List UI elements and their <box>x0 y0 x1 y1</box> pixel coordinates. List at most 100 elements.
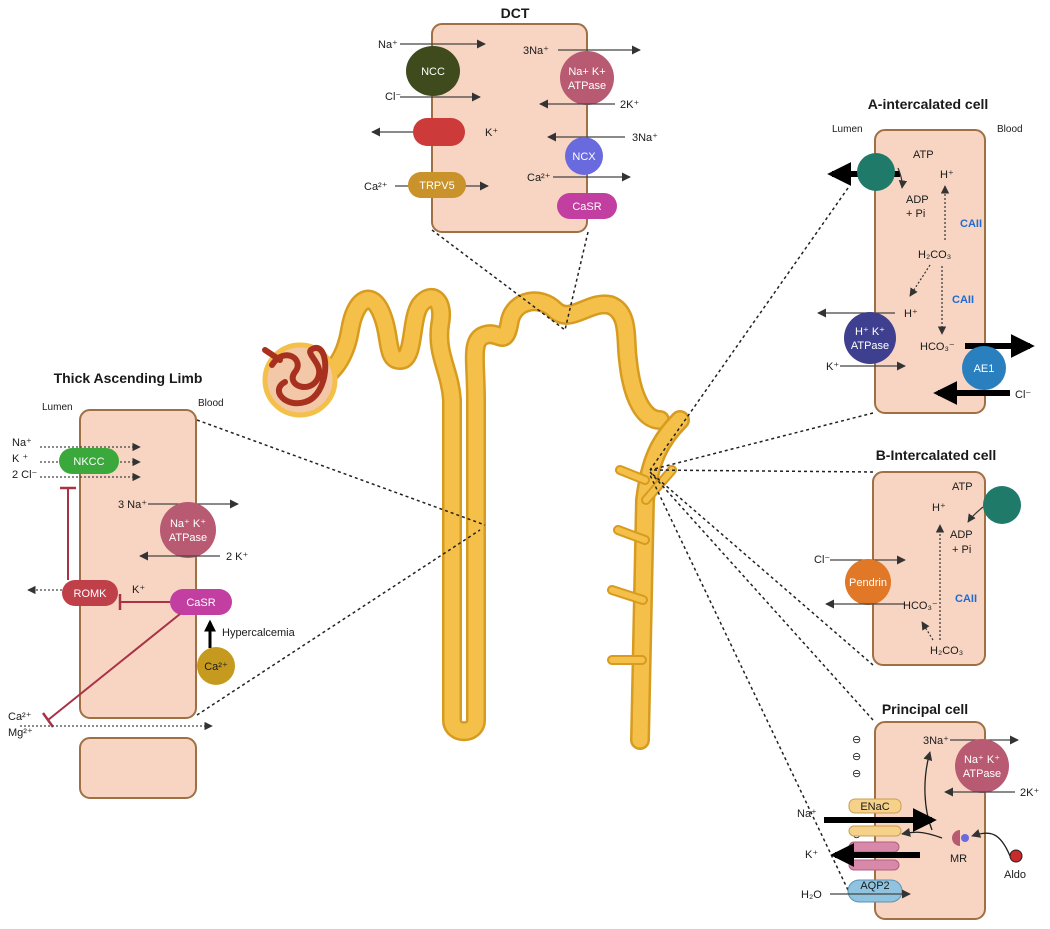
dct-casr <box>557 193 617 219</box>
b-cell-adp-label: ADP <box>950 529 973 541</box>
ncc-transporter <box>406 46 460 96</box>
mr-label: MR <box>950 853 967 865</box>
a-cell-h-pump <box>857 153 895 191</box>
trpv5-label: TRPV5 <box>419 180 454 192</box>
p-cell-3na-label: 3Na⁺ <box>923 735 949 747</box>
a-cell-adp-label: ADP <box>906 194 929 206</box>
pendrin-label: Pendrin <box>849 577 887 589</box>
tal-cell <box>79 409 197 719</box>
a-cell <box>874 129 986 414</box>
dct-title: DCT <box>501 5 530 21</box>
aldo-molecule <box>1009 849 1023 863</box>
a-cell-atp-label: ATP <box>913 149 934 161</box>
a-cell-hco3-label: HCO₃⁻ <box>920 341 955 353</box>
b-cell-panel: B-Intercalated cell ATP H⁺ ADP + Pi Cl⁻ … <box>814 447 1021 666</box>
dct-na-label: Na⁺ <box>378 39 398 51</box>
tal-atpase-line2: ATPase <box>169 532 207 544</box>
ncx-exchanger <box>565 137 603 175</box>
b-cell-atp-label: ATP <box>952 481 973 493</box>
tal-3na-label: 3 Na⁺ <box>118 499 147 511</box>
aldo-label: Aldo <box>1004 869 1026 881</box>
tal-k-label: K ⁺ <box>12 453 28 465</box>
p-cell-atpase-line1: Na⁺ K⁺ <box>964 754 1000 766</box>
p-cell-na-label: Na⁺ <box>797 808 817 820</box>
p-cell-na-k-atpase <box>955 739 1009 793</box>
p-cell-minus-1: ⊖ <box>852 734 861 746</box>
dct-casr-label: CaSR <box>572 201 601 213</box>
connector-lines <box>196 187 874 891</box>
a-cell-k-label: K⁺ <box>826 361 839 373</box>
h-k-atpase <box>844 312 896 364</box>
b-cell-h-pump <box>983 486 1021 524</box>
a-cell-cl-label: Cl⁻ <box>1015 389 1031 401</box>
trpv5-channel <box>408 172 466 198</box>
dct-2k-label: 2K⁺ <box>620 99 639 111</box>
p-cell-2k-label: 2K⁺ <box>1020 787 1039 799</box>
a-cell-h1-label: H⁺ <box>940 169 954 181</box>
mr-receptor <box>952 830 960 846</box>
tal-calcium-blob <box>197 647 235 685</box>
dct-3na-label: 3Na⁺ <box>523 45 549 57</box>
a-cell-panel: A-intercalated cell Lumen Blood ATP H⁺ A… <box>817 96 1035 414</box>
nkcc-cotransporter <box>59 448 119 474</box>
hk-atpase-line1: H⁺ K⁺ <box>855 326 885 338</box>
ae1-exchanger <box>962 346 1006 390</box>
dct-atpase-line1: Na+ K+ <box>568 66 605 78</box>
tal-na-label: Na⁺ <box>12 437 32 449</box>
ae1-label: AE1 <box>974 363 995 375</box>
b-cell-pi-label: + Pi <box>952 544 971 556</box>
nkcc-label: NKCC <box>73 456 104 468</box>
nephron-tubule <box>295 288 690 750</box>
a-cell-caii1-label: CAII <box>960 218 982 230</box>
a-cell-h2co3-label: H₂CO₃ <box>918 249 951 261</box>
a-cell-pi-label: + Pi <box>906 208 925 220</box>
p-cell-minus-2: ⊖ <box>852 751 861 763</box>
b-cell-title: B-Intercalated cell <box>876 447 997 463</box>
dct-3na-b-label: 3Na⁺ <box>632 132 658 144</box>
romk-channel <box>62 580 118 606</box>
aqp2-label: AQP2 <box>860 880 889 892</box>
tal-2k-label: 2 K⁺ <box>226 551 249 563</box>
dct-cell-panel: DCT Na⁺ NCC Cl⁻ K⁺ Ca²⁺ TRPV5 3Na⁺ Na+ K… <box>364 5 658 233</box>
h2o-label: H₂O <box>801 889 822 901</box>
p-cell-k-label: K⁺ <box>805 849 818 861</box>
p-cell-minus-3: ⊖ <box>852 768 861 780</box>
tal-na-k-atpase <box>160 502 216 558</box>
p-cell-title: Principal cell <box>882 701 968 717</box>
dct-ca-b-label: Ca²⁺ <box>527 172 551 184</box>
romk-channel-principal <box>848 841 900 853</box>
tal-cell-panel: Thick Ascending Limb Lumen Blood Na⁺ K ⁺… <box>8 370 296 799</box>
a-cell-caii2-label: CAII <box>952 294 974 306</box>
romk-label: ROMK <box>74 588 108 600</box>
dct-atpase-line2: ATPase <box>568 80 606 92</box>
enac-label: ENaC <box>860 801 889 813</box>
k-channel-dct <box>413 118 465 146</box>
b-cell-h-label: H⁺ <box>932 502 946 514</box>
dct-cl-label: Cl⁻ <box>385 91 401 103</box>
dct-na-k-atpase <box>560 51 614 105</box>
tal-mg-label: Mg²⁺ <box>8 727 33 739</box>
tal-lumen-label: Lumen <box>42 402 73 413</box>
tal-casr <box>170 589 232 615</box>
a-cell-title: A-intercalated cell <box>868 96 989 112</box>
ncc-label: NCC <box>421 66 445 78</box>
ncx-label: NCX <box>572 151 596 163</box>
p-cell-panel: Principal cell ⊖ ⊖ ⊖ ⊖ 3Na⁺ Na⁺ K⁺ ATPas… <box>797 701 1039 920</box>
tal-cell-lower <box>79 737 197 799</box>
tal-title: Thick Ascending Limb <box>54 370 203 386</box>
tal-atpase-line1: Na⁺ K⁺ <box>170 518 206 530</box>
a-cell-lumen-label: Lumen <box>832 124 863 135</box>
a-cell-blood-label: Blood <box>997 124 1023 135</box>
tal-2cl-label: 2 Cl⁻ <box>12 469 38 481</box>
dct-k-label: K⁺ <box>485 127 498 139</box>
hypercalcemia-label: Hypercalcemia <box>222 627 296 639</box>
b-cell-cl-label: Cl⁻ <box>814 554 830 566</box>
b-cell-h2co3-label: H₂CO₃ <box>930 645 963 657</box>
hk-atpase-line2: ATPase <box>851 340 889 352</box>
tal-ca-label: Ca²⁺ <box>8 711 32 723</box>
tal-ca-blob-label: Ca²⁺ <box>204 661 228 673</box>
glomerulus <box>262 342 338 418</box>
pendrin-exchanger <box>845 559 891 605</box>
dct-ca-label: Ca²⁺ <box>364 181 388 193</box>
tal-casr-label: CaSR <box>186 597 215 609</box>
